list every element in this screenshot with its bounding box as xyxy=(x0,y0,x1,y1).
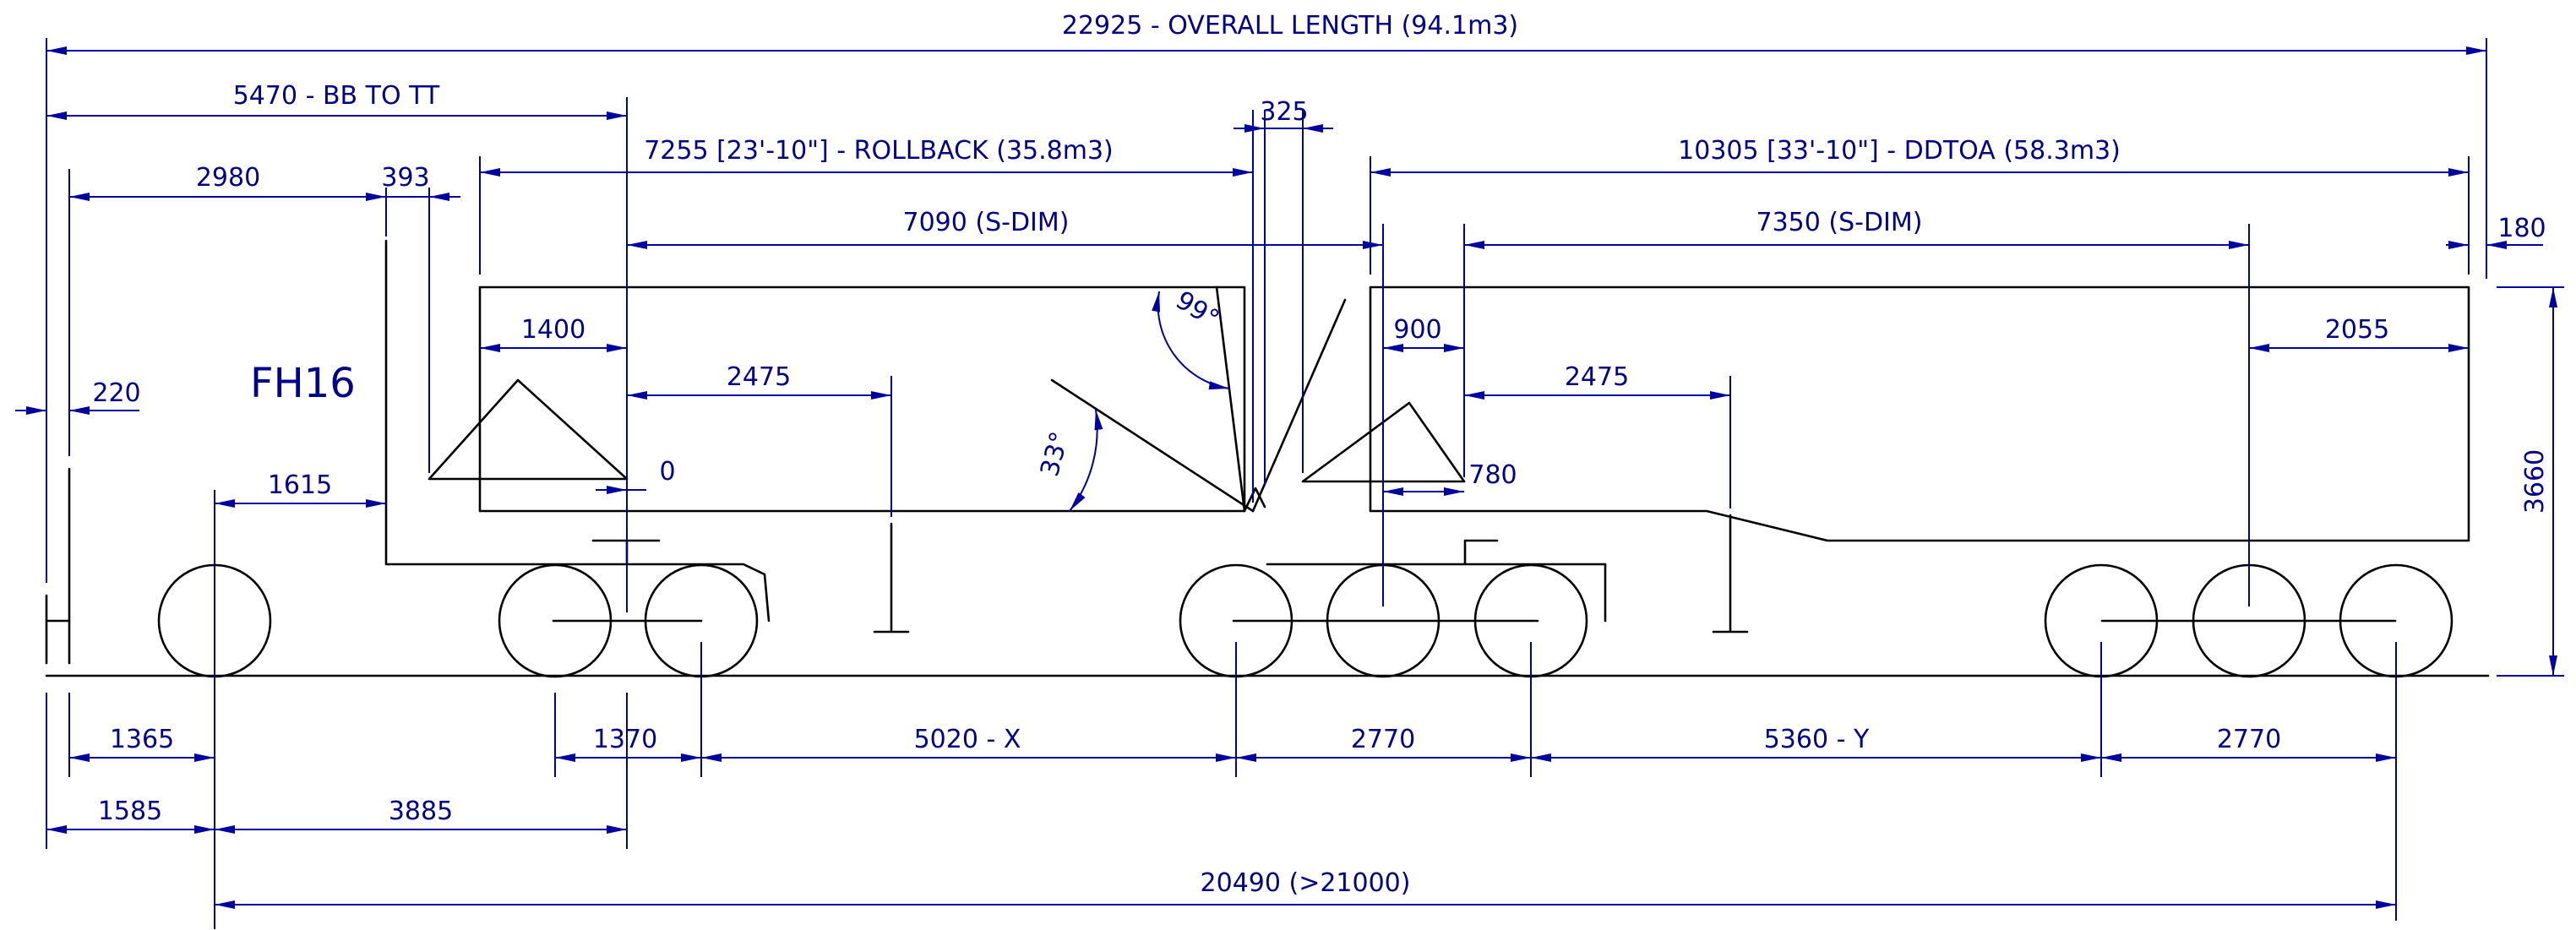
dim-1400: 1400 xyxy=(521,315,585,345)
trailer-dolly-frame xyxy=(1232,539,1607,623)
dim-2475-rear: 2475 xyxy=(1565,362,1629,392)
truck-body-tailgate xyxy=(1215,286,1246,513)
dim-overall-length: 22925 - OVERALL LENGTH (94.1m3) xyxy=(1062,11,1518,41)
dim-0: 0 xyxy=(659,457,675,487)
truck-tailgate-hinge xyxy=(1243,487,1266,513)
dim-1615: 1615 xyxy=(268,470,332,500)
trailer-body xyxy=(1369,286,2470,542)
dim-2770-front: 2770 xyxy=(1351,725,1415,754)
truck-body xyxy=(478,286,1246,513)
labels: FH16 22925 - OVERALL LENGTH (94.1m3) 547… xyxy=(92,11,2550,898)
dim-sdim-rear: 7350 (S-DIM) xyxy=(1756,208,1923,237)
dim-220: 220 xyxy=(92,378,140,408)
model-label: FH16 xyxy=(250,360,356,407)
dim-2770-rear: 2770 xyxy=(2217,725,2281,754)
dim-sdim-front: 7090 (S-DIM) xyxy=(903,208,1070,237)
truck-support-leg xyxy=(873,522,910,634)
dim-1370: 1370 xyxy=(593,725,657,754)
dim-1585: 1585 xyxy=(98,797,162,826)
dim-2055: 2055 xyxy=(2325,315,2389,345)
trailer-support-leg xyxy=(1712,514,1749,634)
dimension-lines xyxy=(15,46,2557,909)
dim-3885: 3885 xyxy=(389,797,453,826)
dim-325: 325 xyxy=(1260,97,1308,127)
dim-900: 900 xyxy=(1393,315,1441,345)
dim-y: 5360 - Y xyxy=(1764,725,1870,754)
dim-780: 780 xyxy=(1468,460,1517,490)
dim-2980: 2980 xyxy=(196,163,260,193)
dim-ddtoa: 10305 [33'-10"] - DDTOA (58.3m3) xyxy=(1678,136,2121,166)
dim-3660: 3660 xyxy=(2520,449,2550,514)
dim-bb-to-tt: 5470 - BB TO TT xyxy=(233,81,440,111)
wheel xyxy=(498,563,613,678)
dim-wheelbase-total: 20490 (>21000) xyxy=(1201,868,1411,898)
angle-arcs xyxy=(1069,291,1230,512)
front-bumper xyxy=(45,467,71,665)
dim-2475-front: 2475 xyxy=(727,362,791,392)
truck-cab-chassis xyxy=(384,239,771,623)
angle-tip: 33° xyxy=(1035,428,1076,479)
dim-393: 393 xyxy=(381,163,429,193)
vehicle-outline xyxy=(45,239,2490,678)
truck-body-triangle xyxy=(428,378,629,481)
dim-1365: 1365 xyxy=(110,725,174,754)
truck-tipping-line xyxy=(1050,378,1255,513)
dim-rollback: 7255 [23'-10"] - ROLLBACK (35.8m3) xyxy=(644,136,1114,166)
angle-tailgate: 99° xyxy=(1170,286,1224,334)
dim-x: 5020 - X xyxy=(914,725,1021,754)
dim-180: 180 xyxy=(2497,214,2546,243)
truck-tailgate-open xyxy=(1251,298,1347,513)
